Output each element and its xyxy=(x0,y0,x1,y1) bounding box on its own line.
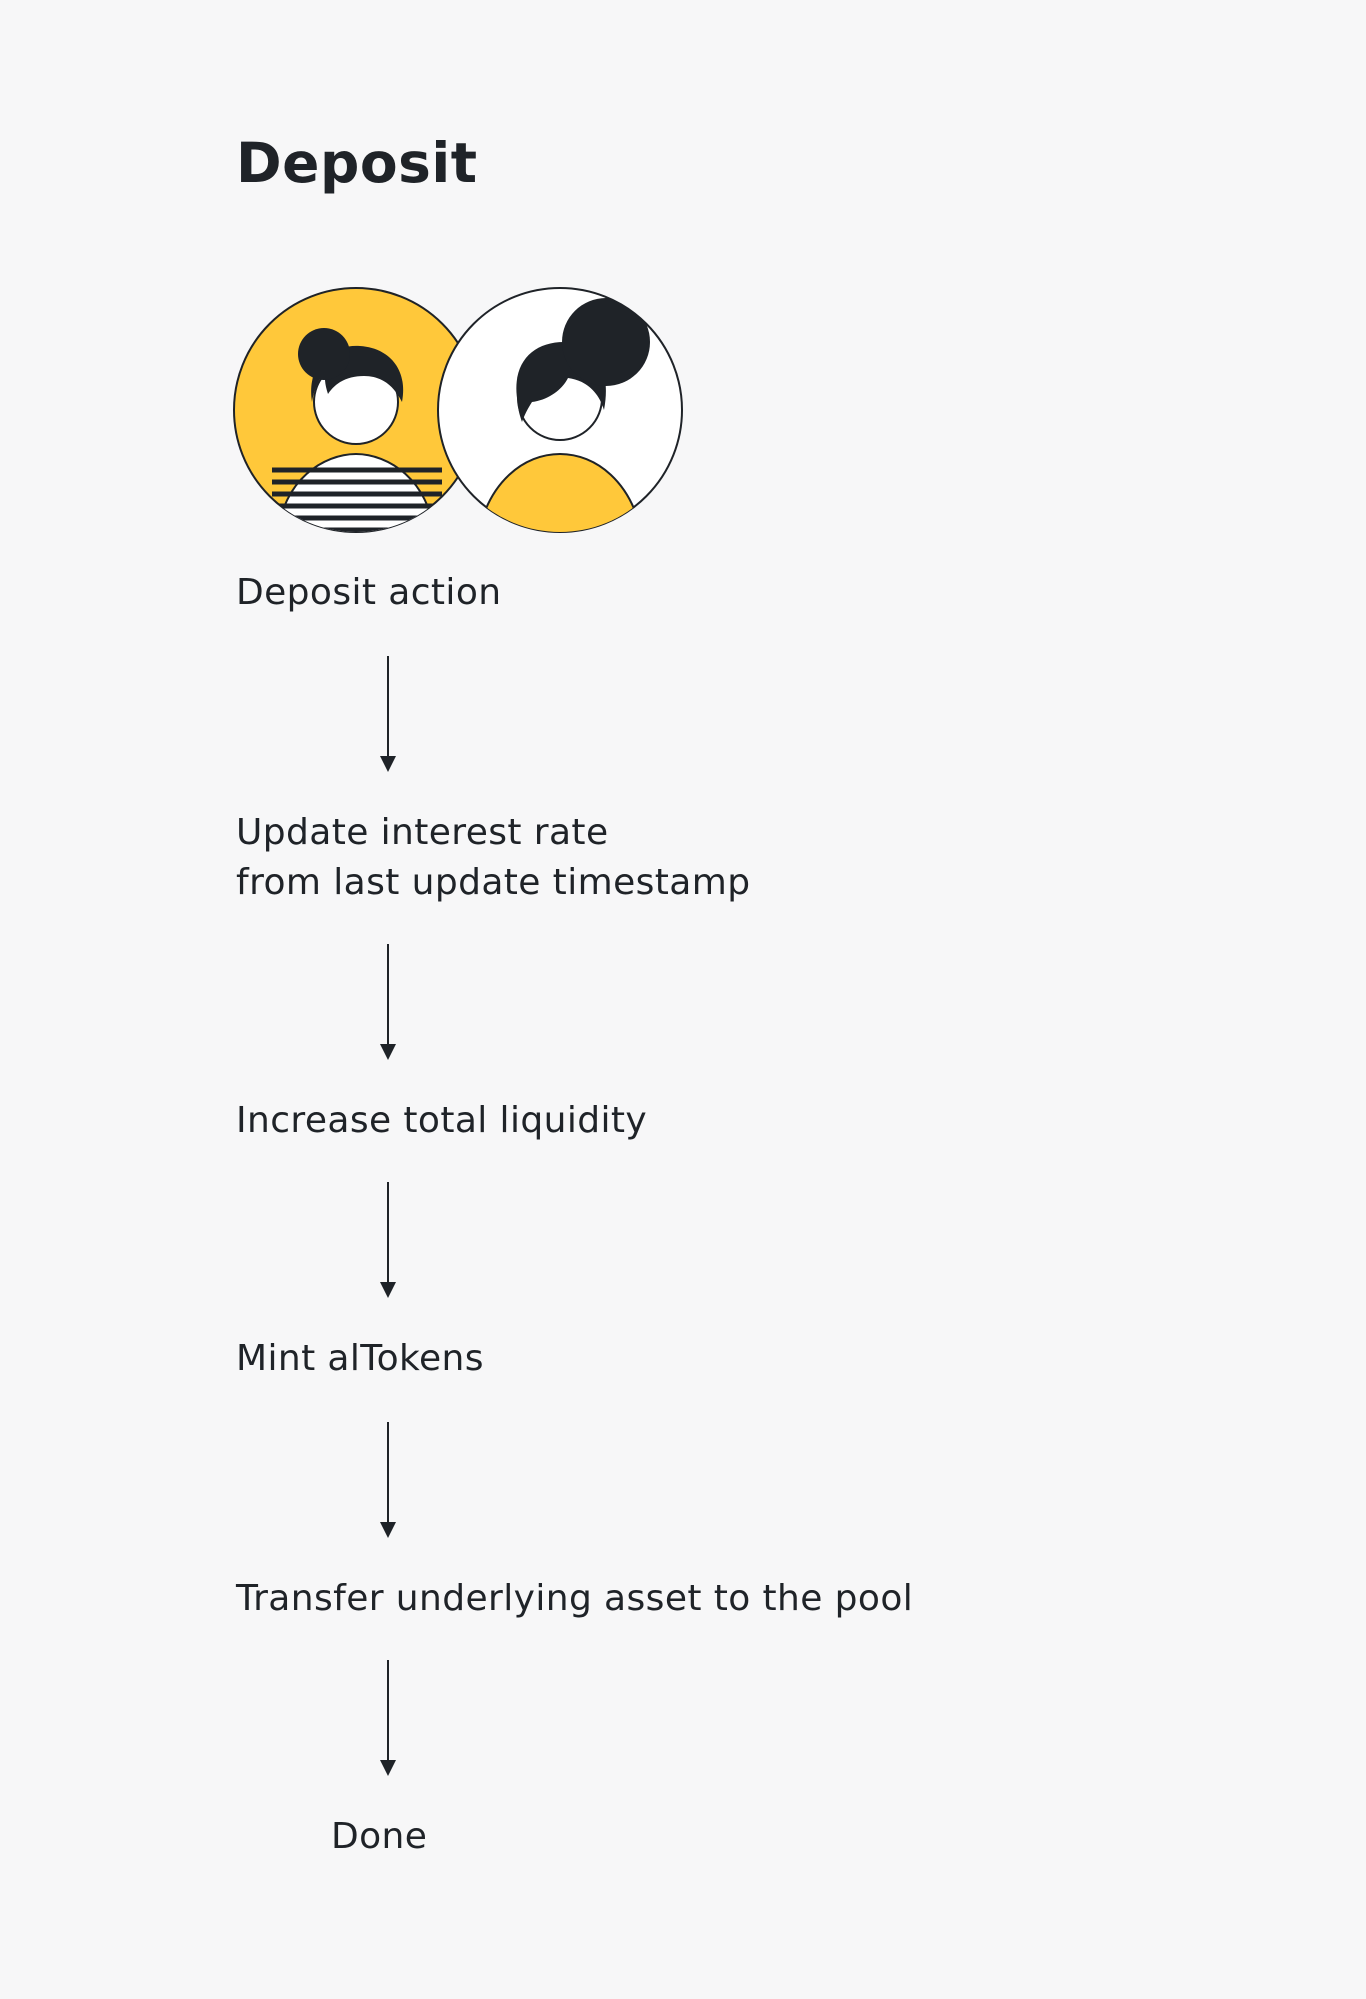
arrow-down-icon xyxy=(380,656,396,772)
step-update-interest-rate: Update interest rate from last update ti… xyxy=(236,808,750,908)
arrow-down-icon xyxy=(380,944,396,1060)
step-deposit-action: Deposit action xyxy=(236,568,501,618)
step-label-line-1: Update interest rate xyxy=(236,812,609,853)
step-label-line-2: from last update timestamp xyxy=(236,862,751,903)
avatar-short-hair-icon xyxy=(233,287,479,533)
step-done: Done xyxy=(331,1812,427,1862)
step-mint-altokens: Mint alTokens xyxy=(236,1334,484,1384)
arrow-down-icon xyxy=(380,1422,396,1538)
arrow-down-icon xyxy=(380,1660,396,1776)
step-label: Deposit action xyxy=(236,572,502,613)
user-avatars xyxy=(233,287,683,533)
step-label: Mint alTokens xyxy=(236,1338,484,1379)
avatar-bun-hair-icon xyxy=(437,287,683,533)
diagram-title: Deposit xyxy=(236,131,478,195)
step-label: Increase total liquidity xyxy=(236,1100,648,1141)
step-transfer-underlying-asset: Transfer underlying asset to the pool xyxy=(236,1574,913,1624)
arrow-down-icon xyxy=(380,1182,396,1298)
step-label: Transfer underlying asset to the pool xyxy=(236,1578,914,1619)
step-label: Done xyxy=(331,1816,428,1857)
step-increase-total-liquidity: Increase total liquidity xyxy=(236,1096,647,1146)
